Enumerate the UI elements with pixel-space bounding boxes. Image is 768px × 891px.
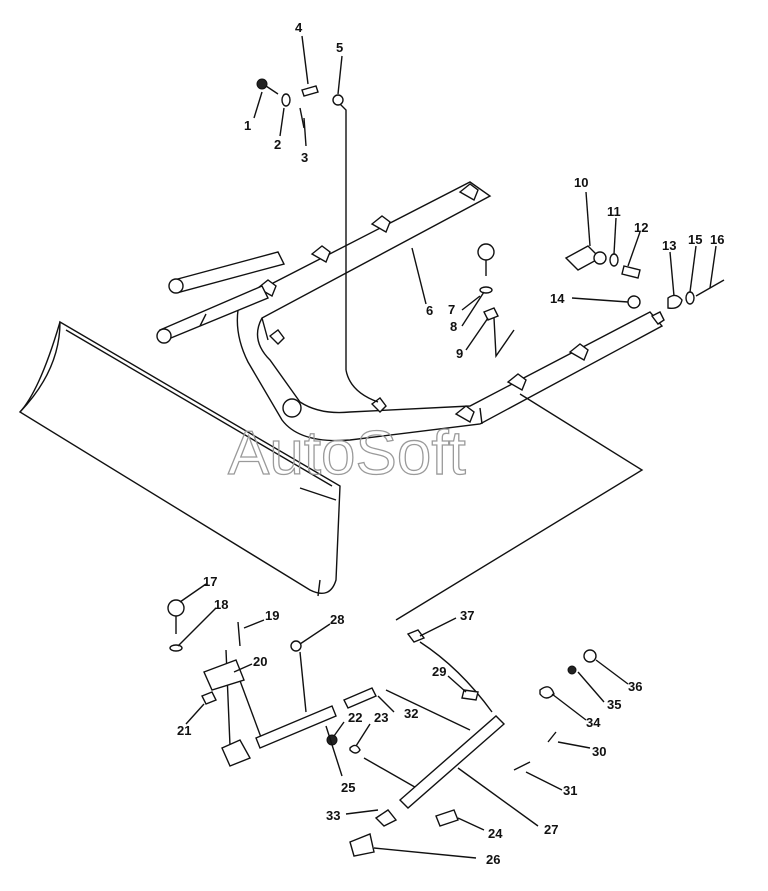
part-label-18: 18 [214,597,228,612]
part-label-4: 4 [295,20,303,35]
part-label-26: 26 [486,852,500,867]
lower-linkage [167,599,597,857]
part-label-36: 36 [628,679,642,694]
part-label-17: 17 [203,574,217,589]
part-label-9: 9 [456,346,463,361]
part-label-14: 14 [550,291,565,306]
part-label-7: 7 [448,302,455,317]
part-label-3: 3 [301,150,308,165]
part-label-23: 23 [374,710,388,725]
part-label-25: 25 [341,780,355,795]
part-label-22: 22 [348,710,362,725]
part-label-27: 27 [544,822,558,837]
part-label-15: 15 [688,232,702,247]
part-label-6: 6 [426,303,433,318]
part-label-1: 1 [244,118,251,133]
part-label-29: 29 [432,664,446,679]
part-label-19: 19 [265,608,279,623]
part-label-10: 10 [574,175,588,190]
top-hardware [256,78,379,403]
part-label-32: 32 [404,706,418,721]
part-label-20: 20 [253,654,267,669]
watermark: AutoSoft [228,419,466,488]
part-label-21: 21 [177,723,191,738]
part-label-34: 34 [586,715,601,730]
part-label-24: 24 [488,826,503,841]
part-label-37: 37 [460,608,474,623]
part-label-16: 16 [710,232,724,247]
dozer-blade [18,320,341,597]
part-labels: 1 2 3 4 5 6 7 8 9 10 11 12 13 14 15 16 1… [177,20,724,867]
part-label-31: 31 [563,783,577,798]
part-label-30: 30 [592,744,606,759]
part-label-2: 2 [274,137,281,152]
lift-cylinders [156,251,286,344]
c-frame [236,181,665,442]
part-label-12: 12 [634,220,648,235]
part-label-33: 33 [326,808,340,823]
part-label-28: 28 [330,612,344,627]
leader-lines [177,35,717,859]
part-label-5: 5 [336,40,343,55]
right-hardware [477,243,725,359]
part-label-8: 8 [450,319,457,334]
part-label-35: 35 [607,697,621,712]
part-label-13: 13 [662,238,676,253]
part-label-11: 11 [607,204,621,219]
